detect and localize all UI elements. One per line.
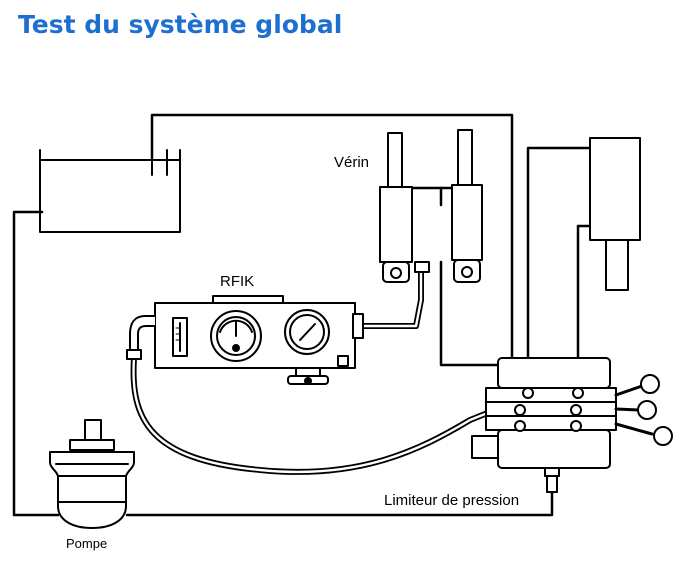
rfik-tester [126, 295, 364, 385]
cylinder-left [379, 132, 413, 283]
cylinder-label: Vérin [334, 154, 369, 171]
valve-levers [614, 374, 673, 446]
cylinder-right [451, 129, 483, 283]
relief-valve-label: Limiteur de pression [384, 492, 519, 509]
hydraulic-lines [12, 113, 594, 517]
page-title: Test du système global [18, 10, 343, 39]
valve-block [471, 357, 617, 493]
reservoir-tank [39, 149, 181, 233]
rfik-label: RFIK [220, 273, 254, 290]
actuator [589, 137, 641, 291]
pump-label: Pompe [66, 536, 107, 551]
cylinder-port-fitting [414, 261, 430, 273]
pump [49, 419, 135, 529]
